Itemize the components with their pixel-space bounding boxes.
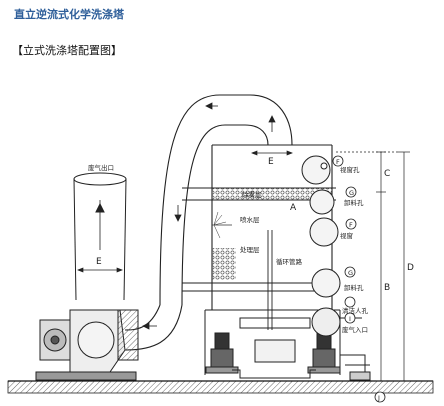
ground-base (7, 380, 434, 394)
label-dim-e-top: E (268, 157, 274, 167)
spray-nozzles (212, 211, 232, 239)
pump-right (307, 332, 341, 374)
view-port-g1 (309, 189, 335, 215)
label-exhaust-inlet: 废气入口 (342, 325, 368, 334)
label-demister: 除雾层 (242, 190, 262, 199)
label-discharge-hole-2: 卸料孔 (344, 283, 364, 292)
callout-i: I (349, 315, 351, 323)
label-sight-window: 视窗 (340, 231, 353, 240)
label-dim-b: B (384, 283, 390, 293)
label-sight-hole: 视窗孔 (340, 165, 360, 174)
circulation-pipe (267, 230, 273, 330)
label-exhaust-outlet: 废气出口 (88, 163, 114, 172)
label-spray-layer: 喷水层 (240, 215, 260, 224)
diagram-subtitle: 【立式洗涤塔配置图】 (12, 44, 122, 57)
callout-f1: F (336, 158, 340, 166)
callout-j: J (377, 394, 380, 402)
label-dim-d: D (407, 263, 414, 273)
view-port-f1 (301, 155, 331, 185)
connecting-duct (124, 94, 293, 351)
exhaust-stack (73, 172, 127, 301)
packing-media (212, 248, 236, 280)
label-packing-layer: 处理层 (240, 245, 260, 254)
label-dim-e-stack: E (96, 257, 102, 267)
dimension-e-stack (77, 267, 123, 273)
dimension-lines (336, 151, 410, 382)
callout-f2: F (349, 221, 353, 229)
view-port-g2 (311, 268, 341, 298)
label-cleaning-inlet: 清洁人孔 (342, 306, 369, 315)
page-title: 直立逆流式化学洗涤塔 (14, 8, 124, 21)
label-discharge-hole-1: 卸料孔 (344, 198, 364, 207)
bottom-piping (232, 354, 371, 381)
duct-flow-arrows (142, 102, 276, 330)
blower-fan (35, 309, 139, 381)
label-dim-a: A (290, 203, 297, 213)
callout-g1: G (349, 189, 354, 197)
demister-media (212, 188, 332, 200)
callout-circles (332, 155, 386, 403)
dimension-e-top (251, 150, 293, 156)
callout-g2: G (348, 269, 353, 277)
pump-left (205, 332, 239, 374)
label-dim-c: C (384, 169, 390, 179)
view-port-f2 (309, 217, 339, 247)
label-circulation-pipe: 循环管路 (276, 257, 303, 266)
